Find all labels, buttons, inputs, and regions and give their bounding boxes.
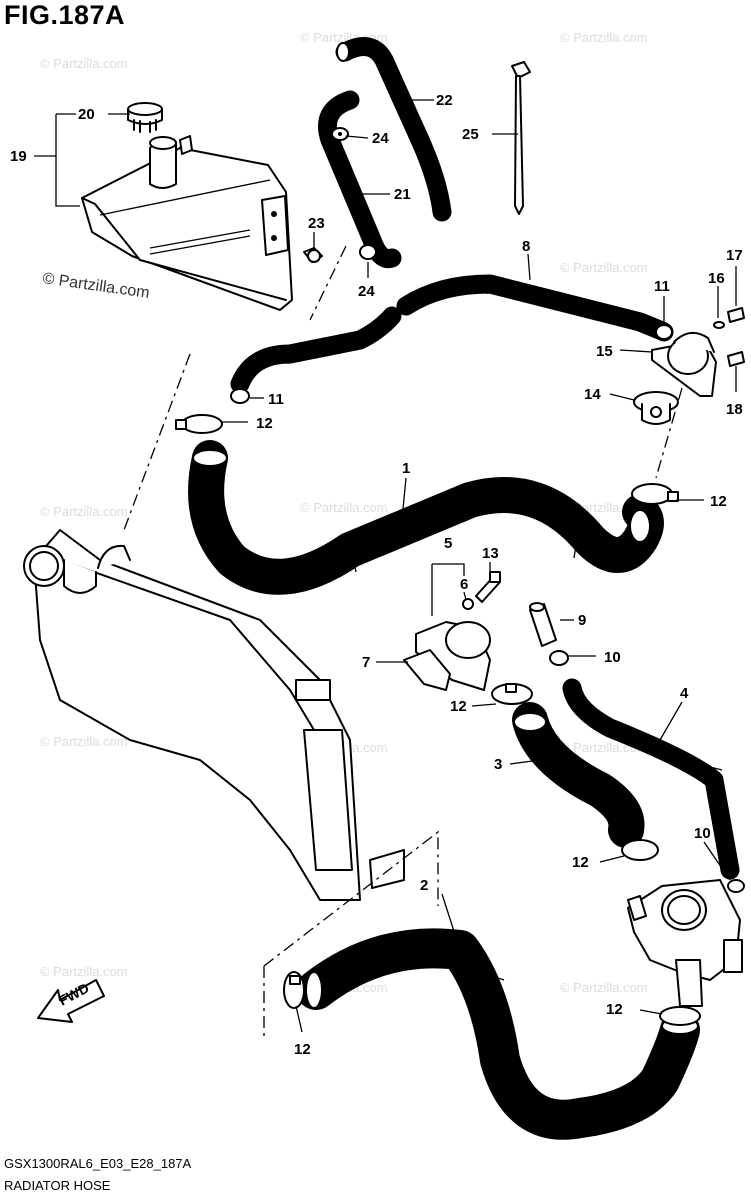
callout-6: 6 — [460, 576, 468, 593]
watermark: © Partzilla.com — [40, 734, 128, 749]
o-ring-6 — [462, 598, 474, 610]
clamp-12-f — [659, 1006, 701, 1026]
footer-code: GSX1300RAL6_E03_E28_187A — [4, 1156, 192, 1171]
callout-13: 13 — [482, 545, 499, 562]
callout-4: 4 — [680, 685, 689, 702]
callout-25: 25 — [462, 126, 479, 143]
thermostat-14 — [633, 391, 679, 425]
callout-16: 16 — [708, 270, 725, 287]
gasket-7 — [403, 649, 451, 691]
hose-4 — [562, 678, 740, 880]
cable-tie-25 — [511, 61, 531, 215]
callout-12f: 12 — [606, 1001, 623, 1018]
water-pump — [627, 879, 743, 1007]
callout-23: 23 — [308, 215, 325, 232]
watermark: © Partzilla.com — [560, 980, 648, 995]
radiator — [23, 529, 405, 901]
clamp-12-c — [491, 683, 533, 705]
clamp-12-b — [631, 483, 679, 505]
callout-1: 1 — [402, 460, 410, 477]
ref-line — [263, 830, 439, 967]
union-9 — [529, 602, 557, 647]
bolt-23 — [303, 247, 323, 263]
callout-17: 17 — [726, 247, 743, 264]
reservoir-tank — [81, 135, 293, 311]
callout-12c: 12 — [450, 698, 467, 715]
hose-21 — [318, 90, 402, 269]
callout-9: 9 — [578, 612, 586, 629]
callout-18: 18 — [726, 401, 743, 418]
clamp-10-bottom — [727, 879, 745, 893]
hose-3 — [512, 702, 645, 848]
bolt-18 — [727, 351, 745, 367]
callout-2: 2 — [420, 877, 428, 894]
clamp-11-right — [655, 324, 673, 340]
footer-title: RADIATOR HOSE — [4, 1178, 111, 1193]
callout-12a: 12 — [256, 415, 273, 432]
clamp-10-top — [549, 650, 569, 666]
ref-line — [655, 387, 683, 479]
callout-5: 5 — [444, 535, 452, 552]
callout-labels: 20 19 22 24 21 23 24 25 8 11 16 17 15 14… — [10, 92, 743, 1058]
thermostat-cover-15 — [651, 331, 717, 397]
callout-11b: 11 — [654, 278, 670, 295]
callout-3: 3 — [494, 756, 502, 773]
callout-14: 14 — [584, 386, 601, 403]
leader-lines — [34, 99, 737, 1033]
callout-12d: 12 — [572, 854, 589, 871]
hose-22 — [335, 37, 452, 222]
callout-10a: 10 — [604, 649, 621, 666]
clamp-24-bottom — [359, 244, 377, 260]
callout-7: 7 — [362, 654, 370, 671]
clamp-12-a — [175, 414, 223, 434]
watermark: © Partzilla.com — [560, 260, 648, 275]
callout-8: 8 — [522, 238, 530, 255]
ref-line — [309, 245, 347, 321]
callout-12e: 12 — [294, 1041, 311, 1058]
watermark: © Partzilla.com — [40, 56, 128, 71]
watermark: © Partzilla.com — [40, 504, 128, 519]
callout-19: 19 — [10, 148, 27, 165]
callout-10b: 10 — [694, 825, 711, 842]
clamp-24-top — [331, 127, 349, 141]
callout-21: 21 — [394, 186, 411, 203]
hose-2 — [296, 928, 700, 1140]
figure-title: FIG.187A — [4, 0, 126, 30]
fwd-arrow-icon: FWD — [37, 979, 105, 1023]
watermark: © Partzilla.com — [40, 964, 128, 979]
callout-20: 20 — [78, 106, 95, 123]
ref-line — [123, 353, 191, 531]
watermark-main: © Partzilla.com — [41, 270, 150, 302]
watermark: © Partzilla.com — [560, 30, 648, 45]
watermark: © Partzilla.com — [300, 500, 388, 515]
clamp-12-e — [283, 971, 305, 1009]
callout-15: 15 — [596, 343, 613, 360]
reservoir-cap — [127, 102, 163, 133]
hose-8 — [230, 274, 674, 394]
hose-1 — [188, 440, 664, 595]
callout-12b: 12 — [710, 493, 727, 510]
callout-24b: 24 — [358, 283, 375, 300]
callout-11a: 11 — [268, 391, 284, 408]
clamp-12-d — [621, 839, 659, 861]
clamp-11-left — [230, 388, 250, 404]
callout-22: 22 — [436, 92, 453, 109]
callout-24a: 24 — [372, 130, 389, 147]
bolt-13 — [475, 571, 501, 603]
bolt-17 — [727, 307, 745, 323]
washer-16 — [713, 321, 725, 329]
